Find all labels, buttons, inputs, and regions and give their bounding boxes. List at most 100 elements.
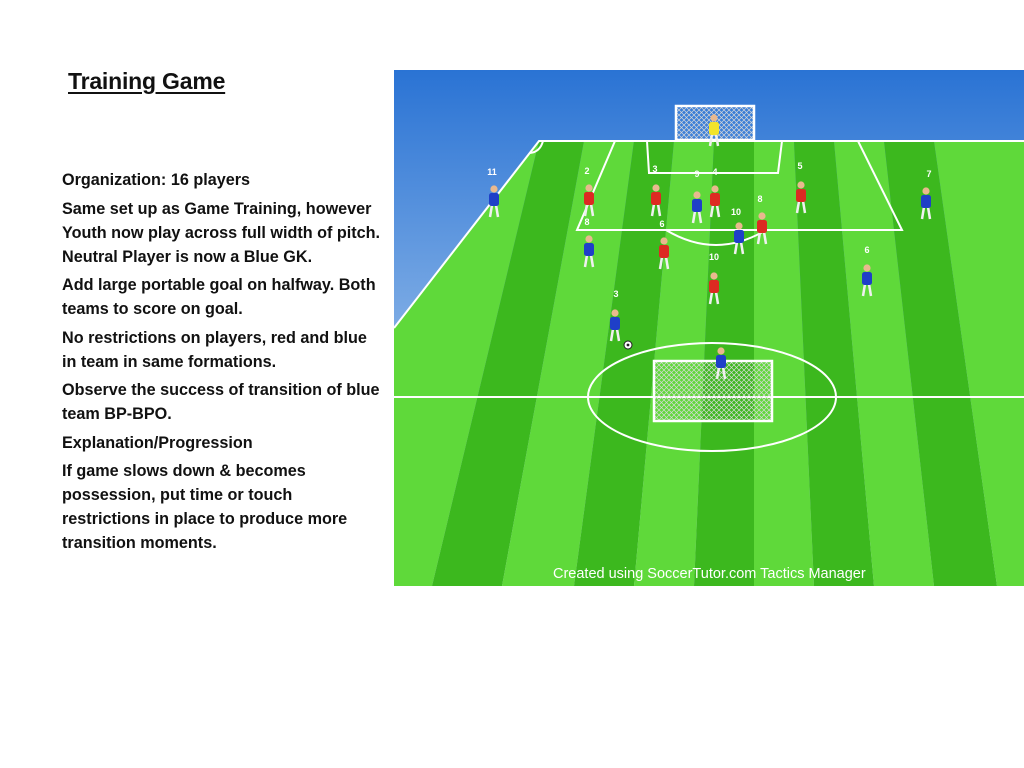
notes-text: Organization: 16 players Same set up as … — [62, 168, 384, 560]
ball — [623, 340, 633, 350]
player-shirt — [921, 195, 931, 208]
player-head — [711, 185, 719, 193]
six-yard-box — [646, 140, 783, 174]
player-number-label: 10 — [709, 252, 719, 262]
player-number-label: 8 — [584, 217, 589, 227]
player-legs — [691, 210, 703, 224]
player-head — [717, 347, 725, 355]
player-number-label: 10 — [731, 207, 741, 217]
portable-goal-net — [652, 359, 774, 423]
grass-stripe — [934, 141, 1024, 586]
player-legs — [920, 206, 932, 220]
player-legs — [583, 254, 595, 268]
player-head — [611, 309, 619, 317]
player-blue-11: 11 — [487, 167, 500, 218]
credit-text: Created using SoccerTutor.com Tactics Ma… — [553, 566, 866, 582]
player-red-5: 5 — [795, 161, 807, 214]
slide-title: Training Game — [68, 68, 226, 94]
player-legs — [733, 241, 745, 255]
corner-arc-left — [529, 140, 544, 154]
player-red-2: 2 — [583, 166, 595, 217]
player-number-label: 8 — [757, 194, 762, 204]
player-blue-9: 9 — [691, 169, 703, 224]
player-gk_blue-goalkeeper — [715, 347, 727, 380]
player-head — [922, 187, 930, 195]
player-shirt — [651, 192, 661, 205]
player-legs — [658, 256, 670, 270]
center-circle — [587, 342, 837, 452]
player-red-8: 8 — [756, 194, 768, 245]
player-legs — [488, 204, 500, 218]
player-number-label: 3 — [613, 289, 618, 299]
player-head — [652, 184, 660, 192]
player-number-label: 5 — [797, 161, 802, 171]
grass-stripe — [834, 141, 934, 586]
player-blue-3: 3 — [609, 289, 621, 342]
player-number-label: 4 — [712, 167, 717, 177]
player-legs — [609, 328, 621, 342]
player-head — [758, 212, 766, 220]
player-blue-6: 6 — [861, 245, 873, 297]
player-legs — [708, 291, 720, 305]
player-red-10: 10 — [708, 252, 720, 305]
player-shirt — [610, 317, 620, 330]
player-head — [585, 184, 593, 192]
player-shirt — [716, 355, 726, 368]
player-number-label: 2 — [584, 166, 589, 176]
player-red-4: 4 — [709, 167, 721, 218]
grass — [394, 141, 1024, 586]
grass-stripe — [432, 141, 584, 586]
player-shirt — [709, 122, 719, 135]
player-shirt — [734, 230, 744, 243]
player-shirt — [584, 243, 594, 256]
player-blue-10: 10 — [731, 207, 745, 255]
note-progression: If game slows down & becomes possession,… — [62, 462, 348, 552]
player-legs — [861, 283, 873, 297]
note-observe: Observe the success of transition of blu… — [62, 381, 380, 423]
player-head — [797, 181, 805, 189]
player-head — [710, 272, 718, 280]
player-red-3: 3 — [650, 164, 662, 217]
player-head — [710, 114, 718, 122]
player-shirt — [489, 193, 499, 206]
player-number-label: 3 — [652, 164, 657, 174]
player-number-label: 6 — [659, 219, 664, 229]
note-organization: Organization: 16 players — [62, 171, 251, 189]
player-shirt — [692, 199, 702, 212]
player-legs — [756, 231, 768, 245]
player-legs — [650, 203, 662, 217]
player-shirt — [862, 272, 872, 285]
grass-stripe — [574, 141, 674, 586]
player-legs — [583, 203, 595, 217]
player-shirt — [710, 193, 720, 206]
player-shirt — [796, 189, 806, 202]
player-legs — [708, 133, 720, 147]
player-shirt — [757, 220, 767, 233]
player-shirt — [659, 245, 669, 258]
portable-goal — [652, 359, 774, 423]
player-head — [585, 235, 593, 243]
player-number-label: 11 — [487, 167, 497, 177]
player-head — [863, 264, 871, 272]
player-number-label: 9 — [694, 169, 699, 179]
grass-stripe — [794, 141, 874, 586]
note-setup: Same set up as Game Training, however Yo… — [62, 199, 381, 266]
player-head — [735, 222, 743, 230]
soccer-ball-patch — [626, 343, 630, 347]
grass-stripe — [884, 141, 997, 586]
player-legs — [715, 366, 727, 380]
note-portable-goal: Add large portable goal on halfway. Both… — [62, 276, 376, 318]
penalty-arc — [665, 229, 767, 246]
player-gk_yellow-goalkeeper — [708, 114, 720, 147]
touchline — [394, 140, 1024, 329]
player-number-label: 6 — [864, 245, 869, 255]
note-explanation-heading: Explanation/Progression — [62, 433, 253, 452]
player-head — [693, 191, 701, 199]
player-legs — [795, 200, 807, 214]
note-restrictions: No restrictions on players, red and blue… — [62, 328, 367, 371]
player-head — [490, 185, 498, 193]
player-head — [660, 237, 668, 245]
